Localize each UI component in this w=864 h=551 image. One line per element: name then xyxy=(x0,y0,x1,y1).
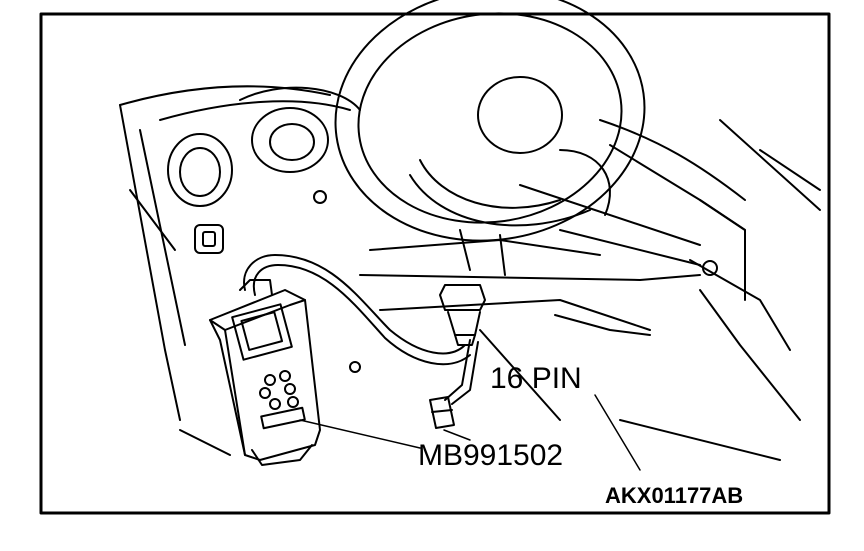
leader-mb991502 xyxy=(299,419,421,449)
figure-frame xyxy=(39,12,831,515)
gauge-cluster xyxy=(167,86,718,373)
label-mb991502: MB991502 xyxy=(418,439,563,472)
figure-code: AKX01177AB xyxy=(605,483,743,508)
steering-wheel xyxy=(334,0,646,276)
label-16-pin: 16 PIN xyxy=(490,362,582,395)
mb991502-tester xyxy=(209,279,321,466)
dashboard-outline xyxy=(119,85,821,461)
leader-adapter xyxy=(443,429,471,441)
tester-cable xyxy=(243,254,479,405)
adapter-connector xyxy=(429,396,455,429)
16-pin-connector xyxy=(439,284,486,346)
leader-16-pin xyxy=(594,394,641,471)
